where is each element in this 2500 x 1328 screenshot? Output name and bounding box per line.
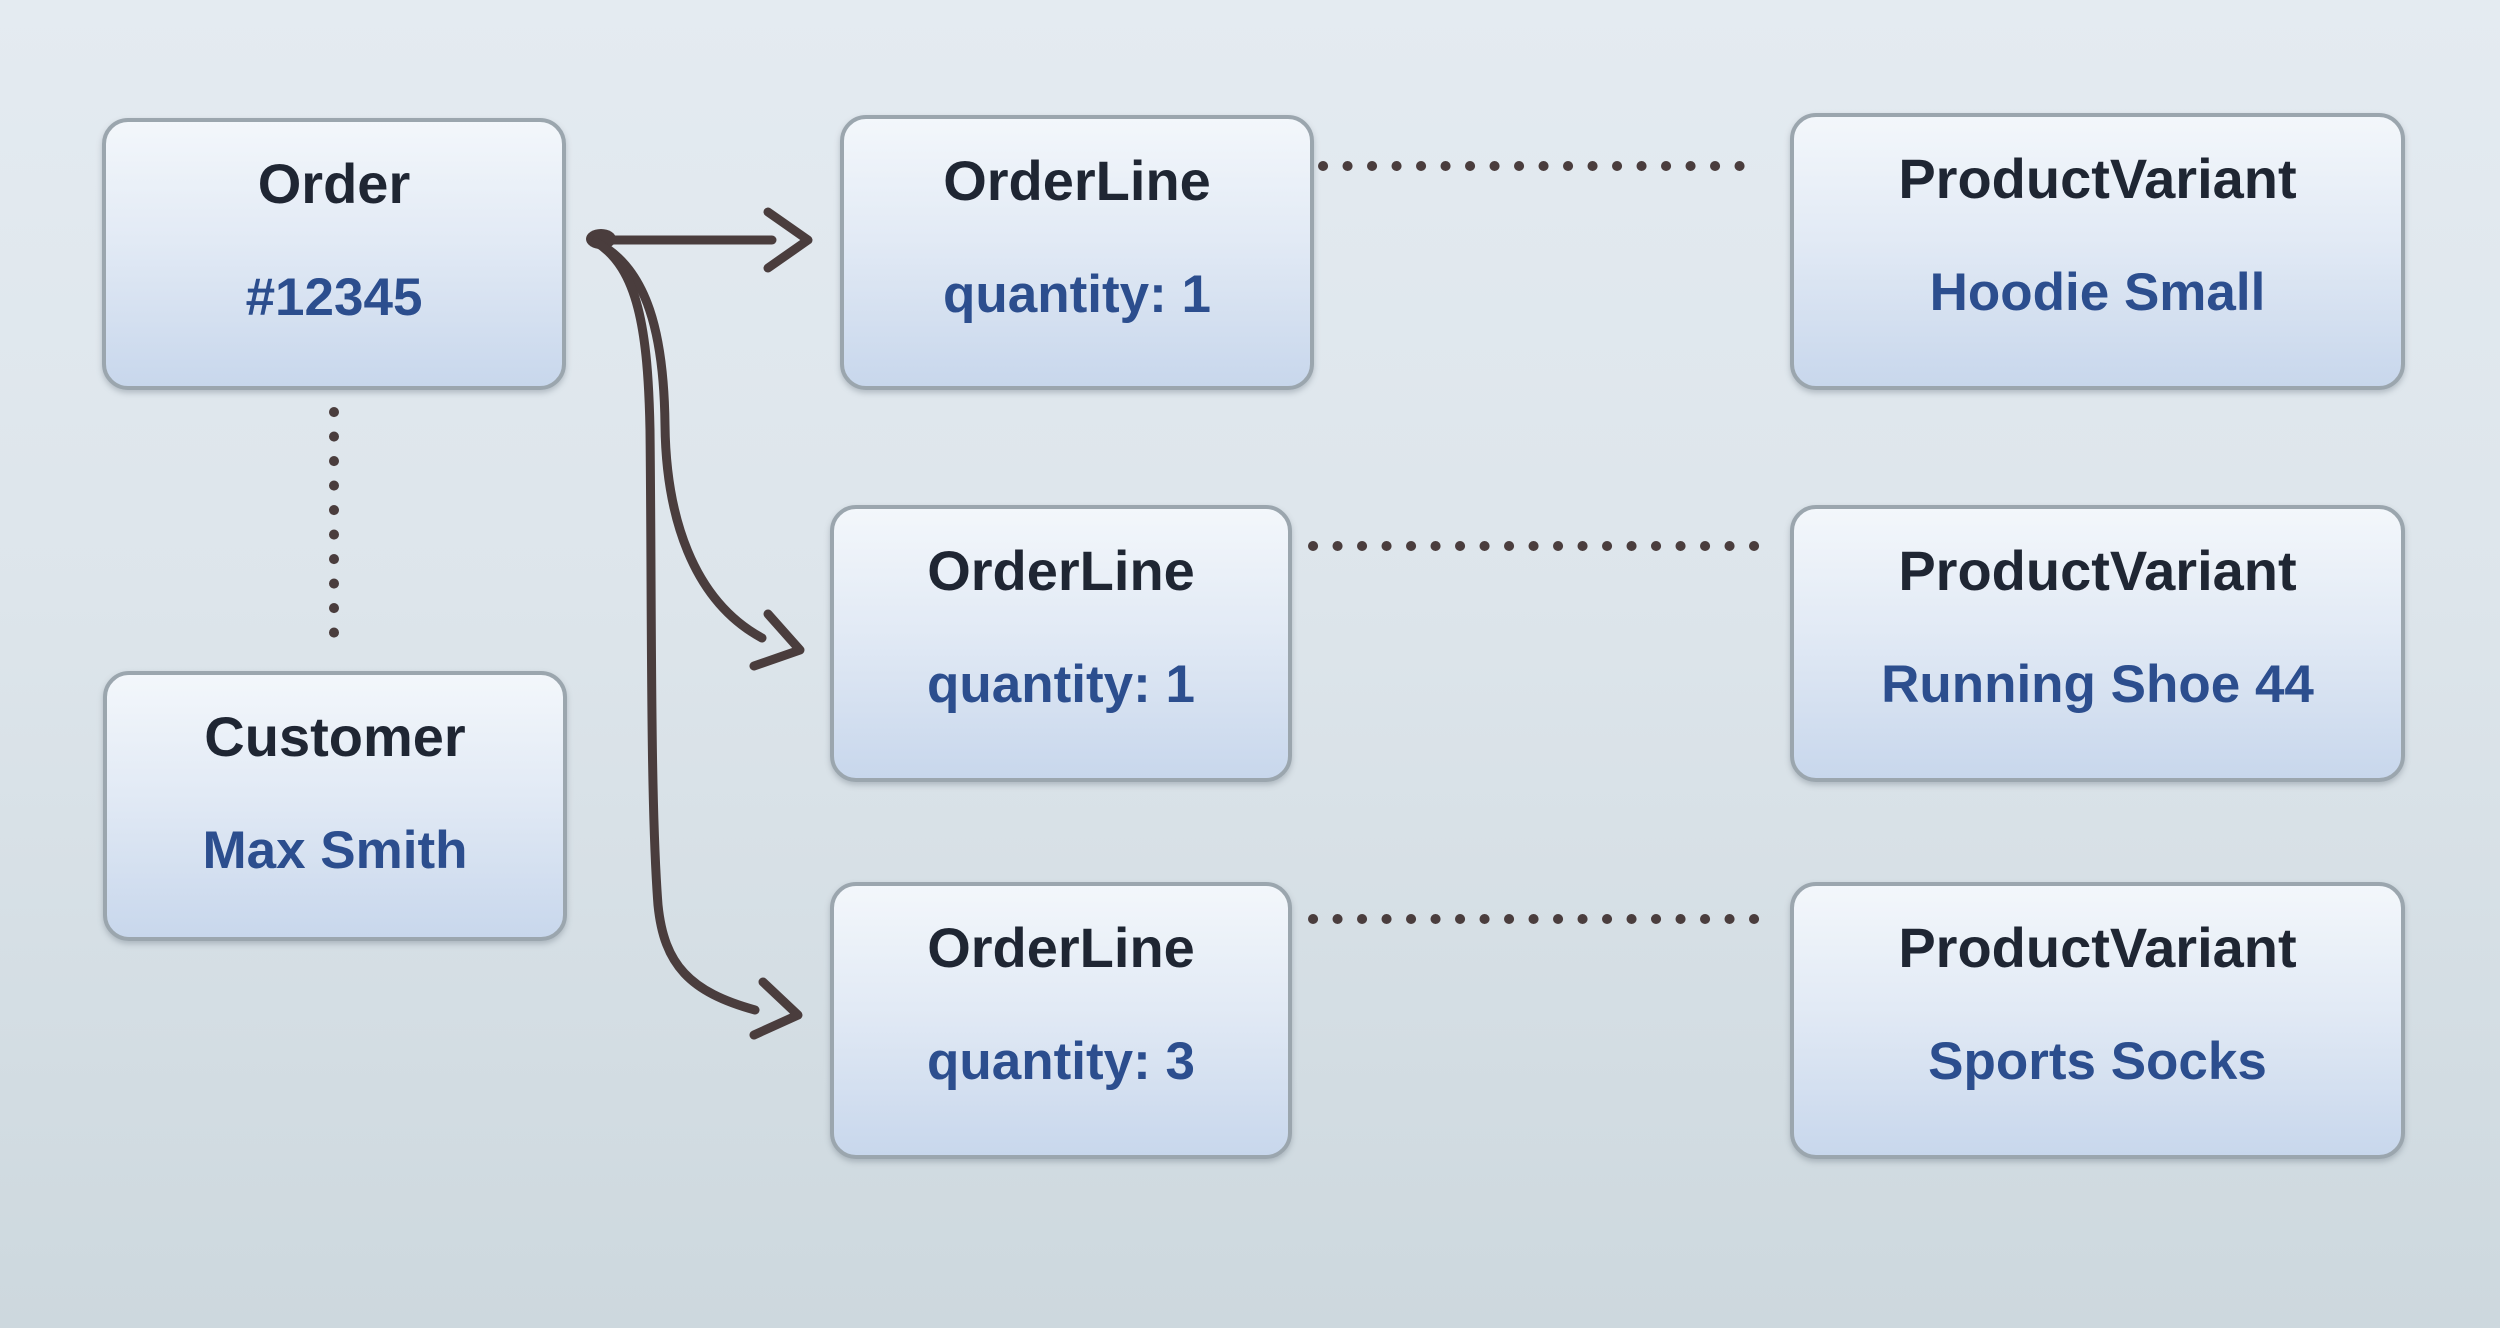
order-node-value: #12345: [245, 268, 423, 327]
orderline3-node-value: quantity: 3: [927, 1032, 1195, 1091]
order-node: Order #12345: [102, 118, 566, 390]
order-to-orderline2-arrow: [591, 237, 767, 643]
customer-node-value: Max Smith: [202, 821, 468, 880]
variant2-node-value: Running Shoe 44: [1881, 655, 2314, 714]
order-node-title: Order: [257, 152, 411, 215]
customer-node: Customer Max Smith: [103, 671, 567, 941]
orderline2-node-value: quantity: 1: [927, 655, 1195, 714]
variant3-node: ProductVariant Sports Socks: [1790, 882, 2405, 1159]
variant2-node: ProductVariant Running Shoe 44: [1790, 505, 2405, 782]
order-to-orderline1-arrowhead-icon: [763, 207, 813, 273]
order-to-orderline3-arrow: [591, 237, 760, 1015]
customer-node-title: Customer: [204, 705, 466, 768]
variant1-node: ProductVariant Hoodie Small: [1790, 113, 2405, 390]
arrow-origin-dot: [586, 229, 616, 249]
order-to-orderline2-arrowhead-icon: [749, 609, 805, 671]
orderline1-node: OrderLine quantity: 1: [840, 115, 1314, 390]
orderline2-node-title: OrderLine: [927, 539, 1195, 602]
orderline3-node: OrderLine quantity: 3: [830, 882, 1292, 1159]
variant3-node-title: ProductVariant: [1898, 916, 2297, 979]
variant2-node-title: ProductVariant: [1898, 539, 2297, 602]
orderline1-node-title: OrderLine: [943, 149, 1211, 212]
orderline3-node-title: OrderLine: [927, 916, 1195, 979]
variant1-node-title: ProductVariant: [1898, 147, 2297, 210]
variant1-node-value: Hoodie Small: [1929, 263, 2266, 322]
orderline1-node-value: quantity: 1: [943, 265, 1211, 324]
variant3-node-value: Sports Socks: [1928, 1032, 2267, 1091]
order-to-orderline3-arrowhead-icon: [749, 977, 803, 1040]
orderline2-node: OrderLine quantity: 1: [830, 505, 1292, 782]
